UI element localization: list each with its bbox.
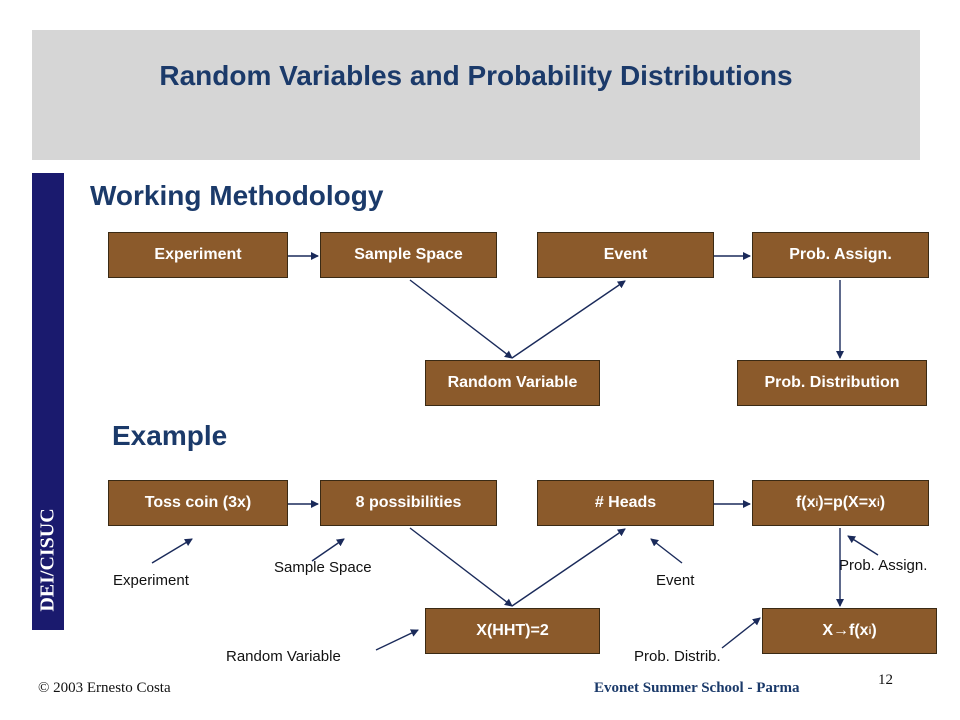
map-mid: f(x [849,622,869,639]
map-arrow-icon: → [833,622,849,639]
fx-sub-1: i [815,497,819,509]
box-sample-space: Sample Space [320,232,497,278]
page-number: 12 [878,672,893,688]
label-sample-space: Sample Space [274,559,372,576]
label-experiment: Experiment [113,572,189,589]
arrow-possibilities-to-xhht [409,527,513,607]
arrow-rv-to-event [511,280,626,359]
box-xhht: X(HHT)=2 [425,608,600,654]
pointer-experiment [151,538,193,564]
pointer-prob-assign [847,535,879,556]
event-name: Evonet Summer School - Parma [594,680,800,696]
fx-sub-2: i [876,497,880,509]
arrow-sample-to-rv [409,279,513,359]
pointer-prob-distrib [721,617,761,649]
side-bar [32,173,64,630]
box-toss-coin: Toss coin (3x) [108,480,288,526]
map-tail: ) [871,622,877,639]
pointer-event [650,538,683,564]
fx-lead: f(x [795,494,816,511]
box-prob-assign: Prob. Assign. [752,232,929,278]
label-random-variable: Random Variable [226,648,341,665]
label-prob-assign: Prob. Assign. [839,557,928,574]
pointer-sample-space [311,538,345,562]
box-random-variable: Random Variable [425,360,600,406]
methodology-heading: Working Methodology [90,180,384,211]
pointer-random-variable [375,629,419,651]
map-lead: X [822,622,833,639]
box-prob-distribution: Prob. Distribution [737,360,927,406]
map-sub: i [868,625,872,637]
example-heading: Example [112,420,228,451]
slide-title: Random Variables and Probability Distrib… [159,60,793,91]
box-experiment: Experiment [108,232,288,278]
arrow-xhht-to-heads [511,528,626,607]
box-heads: # Heads [537,480,714,526]
fx-mid: )=p(X=x [818,494,877,511]
label-prob-distrib: Prob. Distrib. [634,648,721,665]
box-possibilities: 8 possibilities [320,480,497,526]
box-event: Event [537,232,714,278]
title-band: Random Variables and Probability Distrib… [32,30,920,160]
fx-tail: ) [879,494,886,511]
copyright: © 2003 Ernesto Costa [38,680,171,696]
label-event: Event [656,572,695,589]
